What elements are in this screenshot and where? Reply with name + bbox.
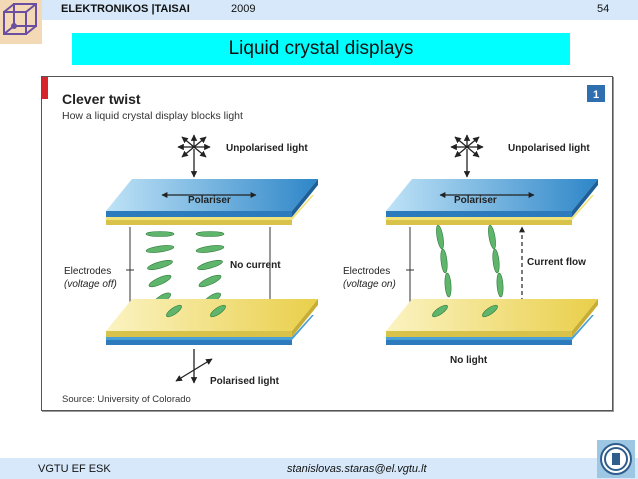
left-current-state-label: No current bbox=[230, 260, 281, 271]
right-liquid-crystals bbox=[436, 224, 504, 298]
course-year: 2009 bbox=[231, 3, 256, 15]
right-electrodes-label: Electrodes bbox=[343, 266, 390, 277]
unpolarised-light-star-icon bbox=[177, 134, 211, 178]
lcd-diagram-figure: Clever twist How a liquid crystal displa… bbox=[41, 76, 613, 411]
figure-source: Source: University of Colorado bbox=[62, 394, 191, 405]
footer-email: stanislovas.staras@el.vgtu.lt bbox=[287, 463, 427, 475]
page-number: 54 bbox=[597, 3, 610, 15]
right-input-light-label: Unpolarised light bbox=[508, 143, 590, 154]
right-electrodes-state: (voltage on) bbox=[343, 279, 396, 290]
slide-footer bbox=[0, 458, 638, 479]
right-polariser-label: Polariser bbox=[454, 195, 497, 206]
polarised-light-arrow-icon bbox=[175, 349, 213, 384]
course-name: ELEKTRONIKOS |TAISAI bbox=[61, 3, 190, 15]
title-accent bbox=[42, 77, 48, 99]
left-electrodes-state: (voltage off) bbox=[64, 279, 117, 290]
figure-badge-label: 1 bbox=[593, 89, 599, 101]
left-liquid-crystals bbox=[145, 231, 225, 306]
right-current-state-label: Current flow bbox=[527, 257, 586, 268]
left-electrodes-label: Electrodes bbox=[64, 266, 111, 277]
left-panel: Unpolarised light Polariser bbox=[64, 134, 318, 387]
left-polariser-label: Polariser bbox=[188, 195, 231, 206]
left-output-light-label: Polarised light bbox=[210, 376, 280, 387]
university-logo-icon bbox=[597, 440, 635, 478]
footer-institution: VGTU EF ESK bbox=[38, 463, 111, 475]
lcd-diagram: Clever twist How a liquid crystal displa… bbox=[42, 77, 605, 405]
slide-title: Liquid crystal displays bbox=[72, 33, 570, 65]
cube-logo-icon bbox=[0, 0, 42, 44]
right-electrode-bottom bbox=[386, 299, 598, 331]
left-input-light-label: Unpolarised light bbox=[226, 143, 308, 154]
figure-badge bbox=[587, 85, 605, 102]
unpolarised-light-star-icon-right bbox=[450, 134, 484, 178]
right-panel: Unpolarised light Polariser Current flow bbox=[343, 134, 598, 366]
slide-header bbox=[0, 0, 638, 20]
figure-title: Clever twist bbox=[62, 91, 141, 107]
figure-subtitle: How a liquid crystal display blocks ligh… bbox=[62, 110, 243, 122]
right-output-light-label: No light bbox=[450, 355, 488, 366]
